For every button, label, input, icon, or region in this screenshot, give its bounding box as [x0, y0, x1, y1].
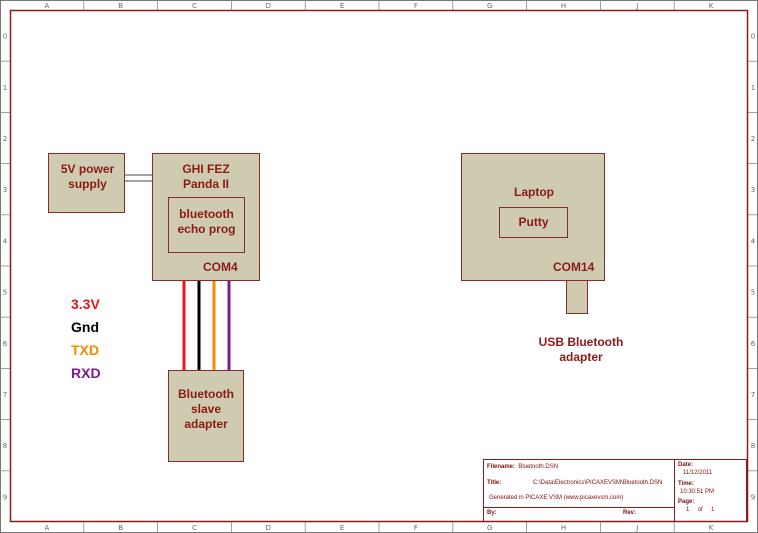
- time-value: 10:30:51 PM: [680, 489, 715, 495]
- row-label-right: 7: [751, 391, 755, 399]
- echo-label-1: bluetooth: [179, 207, 234, 221]
- column-label-bottom: C: [192, 524, 197, 532]
- usb-adapter-label: USB Bluetooth adapter: [531, 335, 631, 365]
- legend-gnd: Gnd: [71, 319, 99, 335]
- filename-value: Bluetooth.DSN: [518, 464, 559, 470]
- column-label-top: A: [45, 2, 50, 10]
- row-label-left: 2: [3, 135, 7, 143]
- echo-label-2: echo prog: [177, 222, 236, 236]
- row-label-left: 0: [3, 33, 7, 41]
- column-label-bottom: F: [414, 524, 418, 532]
- column-label-bottom: K: [709, 524, 714, 532]
- column-label-top: B: [118, 2, 123, 10]
- laptop-block[interactable]: Laptop Putty COM14: [461, 153, 605, 281]
- column-label-top: G: [487, 2, 492, 10]
- date-value: 11/12/2011: [683, 470, 713, 476]
- column-label-bottom: A: [45, 524, 50, 532]
- page-number: 1: [686, 507, 690, 513]
- usb-label-2: adapter: [559, 350, 603, 364]
- column-label-top: J: [635, 2, 638, 10]
- legend-txd: TXD: [71, 342, 99, 358]
- rev-label: Rev:: [623, 510, 637, 516]
- power-supply-block[interactable]: 5V power supply: [48, 153, 125, 213]
- row-label-left: 5: [3, 289, 7, 297]
- putty-block[interactable]: Putty: [499, 207, 568, 238]
- column-label-bottom: E: [340, 524, 344, 532]
- row-label-right: 3: [751, 186, 755, 194]
- generated-text: Generated in PICAXE VSM (www.picaxevsm.c…: [489, 495, 624, 501]
- row-label-right: 8: [751, 442, 755, 450]
- row-label-right: 0: [751, 33, 755, 41]
- fez-label-1: GHI FEZ: [182, 162, 230, 176]
- fez-label-2: Panda II: [182, 177, 229, 191]
- usb-dongle[interactable]: [566, 280, 588, 314]
- fez-panda-block[interactable]: GHI FEZ Panda II bluetooth echo prog COM…: [152, 153, 260, 281]
- title-value: C:\Data\Electronics\PICAXEVSM\Bluetooth.…: [533, 480, 663, 486]
- column-label-top: K: [709, 2, 714, 10]
- column-label-bottom: J: [635, 524, 638, 532]
- fez-com-port: COM4: [203, 260, 238, 274]
- laptop-com-port: COM14: [553, 260, 595, 274]
- date-label: Date:: [678, 462, 694, 468]
- inner-frame: [9, 9, 749, 523]
- row-label-left: 7: [3, 391, 7, 399]
- column-label-top: F: [414, 2, 418, 10]
- column-label-top: E: [340, 2, 344, 10]
- putty-label: Putty: [518, 215, 549, 229]
- row-label-left: 1: [3, 84, 7, 92]
- row-label-right: 9: [751, 493, 755, 501]
- power-supply-label-1: 5V power: [60, 162, 115, 176]
- time-label: Time:: [678, 481, 694, 487]
- row-label-left: 9: [3, 493, 7, 501]
- bluetooth-slave-block[interactable]: Bluetooth slave adapter: [168, 370, 244, 462]
- filename-label: Filename:: [487, 464, 516, 470]
- row-label-right: 5: [751, 289, 755, 297]
- column-label-top: C: [192, 2, 197, 10]
- laptop-title: Laptop: [514, 185, 554, 199]
- title-label: Title:: [487, 480, 502, 486]
- column-label-bottom: H: [561, 524, 566, 532]
- row-label-left: 6: [3, 340, 8, 348]
- row-label-left: 3: [3, 186, 7, 194]
- row-label-left: 4: [3, 237, 8, 245]
- echo-prog-block[interactable]: bluetooth echo prog: [168, 197, 245, 253]
- row-label-right: 4: [751, 237, 756, 245]
- page-of: of: [697, 507, 703, 513]
- legend-rxd: RXD: [71, 365, 101, 381]
- column-label-bottom: B: [118, 524, 123, 532]
- column-label-bottom: D: [266, 524, 271, 532]
- page-label: Page:: [678, 499, 695, 505]
- column-label-bottom: G: [487, 524, 492, 532]
- row-label-left: 8: [3, 442, 7, 450]
- page-total: 1: [711, 507, 715, 513]
- slave-label-2: slave: [190, 402, 222, 416]
- by-label: By:: [487, 510, 497, 516]
- slave-label-3: adapter: [184, 417, 228, 431]
- legend-3v3: 3.3V: [71, 296, 100, 312]
- slave-label-1: Bluetooth: [178, 387, 234, 401]
- column-label-top: H: [561, 2, 566, 10]
- column-label-top: D: [266, 2, 271, 10]
- usb-label-1: USB Bluetooth: [538, 335, 624, 349]
- row-label-right: 6: [751, 340, 756, 348]
- row-label-right: 2: [751, 135, 755, 143]
- power-supply-label-2: supply: [68, 177, 107, 191]
- row-label-right: 1: [751, 84, 755, 92]
- title-block-frame: [483, 459, 747, 522]
